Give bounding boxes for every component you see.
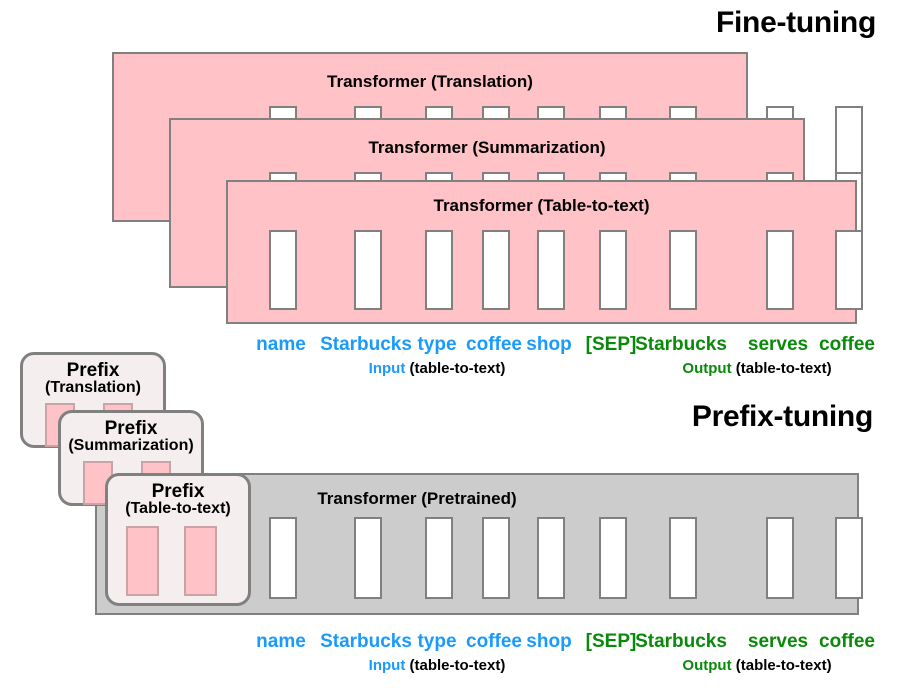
token-label: serves	[747, 334, 809, 355]
token-slot	[425, 517, 453, 599]
token-label: type	[417, 334, 457, 355]
prefix-label-line1: Prefix	[151, 481, 205, 502]
prefix-card-table-to-text: Prefix (Table-to-text)	[105, 473, 251, 606]
token-slot	[425, 230, 453, 310]
transformer-block-table-to-text: Transformer (Table-to-text)	[226, 180, 863, 324]
token-slot	[599, 517, 627, 599]
token-label: [SEP]	[585, 334, 637, 355]
prefix-label-line2: (Table-to-text)	[125, 500, 231, 518]
token-slot	[599, 230, 627, 310]
token-label: coffee	[819, 631, 875, 652]
token-slot	[835, 230, 863, 310]
token-label: shop	[526, 631, 572, 652]
token-label: name	[256, 631, 306, 652]
prefix-label-line2: (Summarization)	[68, 437, 194, 455]
prefix-label-line1: Prefix	[104, 418, 158, 439]
prefix-label-table-to-text: Prefix (Table-to-text)	[108, 482, 248, 518]
token-label: serves	[747, 631, 809, 652]
prefix-label-line1: Prefix	[66, 360, 120, 381]
token-label: coffee	[466, 631, 522, 652]
prefix-label-summarization: Prefix (Summarization)	[61, 419, 201, 455]
token-slot	[669, 230, 697, 310]
token-slot	[669, 517, 697, 599]
token-slot	[537, 230, 565, 310]
token-label: [SEP]	[585, 631, 637, 652]
token-label: Starbucks	[635, 334, 727, 355]
token-label: Starbucks	[320, 631, 412, 652]
transformer-label-table-to-text: Transformer (Table-to-text)	[433, 196, 650, 215]
prefix-label-translation: Prefix (Translation)	[23, 361, 163, 397]
prefix-slot	[126, 526, 159, 596]
token-slot	[269, 230, 297, 310]
input-caption-fine-tuning: Input (table-to-text)	[369, 360, 506, 377]
token-slot	[537, 517, 565, 599]
prefix-label-line2: (Translation)	[44, 379, 141, 397]
token-slot	[766, 517, 794, 599]
caption-keyword: Input	[368, 360, 406, 377]
token-slot	[766, 230, 794, 310]
prefix-tuning-title: Prefix-tuning	[691, 400, 873, 433]
caption-rest: (table-to-text)	[731, 360, 832, 377]
caption-rest: (table-to-text)	[731, 657, 832, 674]
caption-keyword: Output	[682, 360, 732, 377]
token-slot	[835, 517, 863, 599]
transformer-label-translation: Transformer (Translation)	[327, 72, 533, 91]
token-label: name	[256, 334, 306, 355]
token-slot	[269, 517, 297, 599]
caption-keyword: Input	[368, 657, 406, 674]
token-label: shop	[526, 334, 572, 355]
fine-tuning-title: Fine-tuning	[716, 6, 876, 39]
output-caption-fine-tuning: Output (table-to-text)	[682, 360, 831, 377]
token-slot	[354, 230, 382, 310]
caption-rest: (table-to-text)	[405, 360, 506, 377]
caption-rest: (table-to-text)	[405, 657, 506, 674]
transformer-label-pretrained: Transformer (Pretrained)	[317, 489, 517, 508]
token-label: coffee	[466, 334, 522, 355]
token-slot	[482, 230, 510, 310]
transformer-label-summarization: Transformer (Summarization)	[368, 138, 606, 157]
caption-keyword: Output	[682, 657, 732, 674]
token-label: coffee	[819, 334, 875, 355]
token-slot	[482, 517, 510, 599]
token-slot	[354, 517, 382, 599]
output-caption-prefix-tuning: Output (table-to-text)	[682, 657, 831, 674]
prefix-slot	[184, 526, 217, 596]
token-label: Starbucks	[635, 631, 727, 652]
token-label: type	[417, 631, 457, 652]
token-label: Starbucks	[320, 334, 412, 355]
input-caption-prefix-tuning: Input (table-to-text)	[369, 657, 506, 674]
